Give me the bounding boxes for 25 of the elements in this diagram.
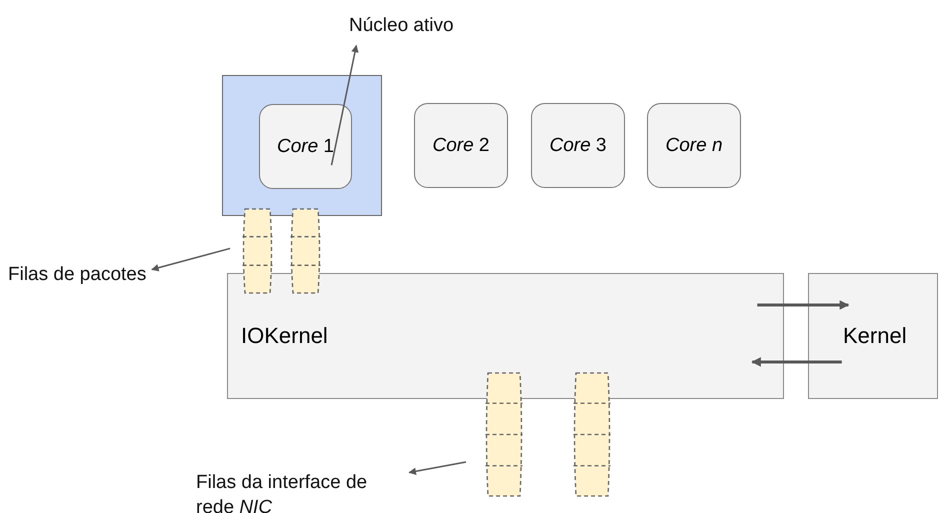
core-box xyxy=(259,104,352,189)
box-label: Core 1 xyxy=(276,136,334,158)
core-box xyxy=(647,103,741,188)
callout-text: Filas da interface de rede NIC xyxy=(196,470,401,513)
arrow xyxy=(751,357,842,367)
queue-drawing xyxy=(289,208,322,294)
queue-drawing xyxy=(241,208,274,294)
queue-drawing xyxy=(572,372,612,497)
box-label: IOKernel xyxy=(241,323,328,349)
box-label: Core 2 xyxy=(432,134,490,156)
iokernel-box xyxy=(227,273,784,399)
active-core-region xyxy=(222,75,382,216)
box-label: Core 3 xyxy=(549,134,607,156)
core-box xyxy=(414,103,508,188)
arrow xyxy=(151,248,230,272)
callout-text: Núcleo ativo xyxy=(349,13,454,38)
box-label: Kernel xyxy=(843,323,907,349)
arrow xyxy=(757,300,850,310)
arrow xyxy=(408,461,466,475)
queue-drawing xyxy=(484,372,524,497)
kernel-box xyxy=(808,273,938,399)
core-box xyxy=(531,103,625,188)
callout-text: Filas de pacotes xyxy=(8,262,146,287)
arrow xyxy=(330,44,359,166)
box-label: Core n xyxy=(665,134,723,156)
